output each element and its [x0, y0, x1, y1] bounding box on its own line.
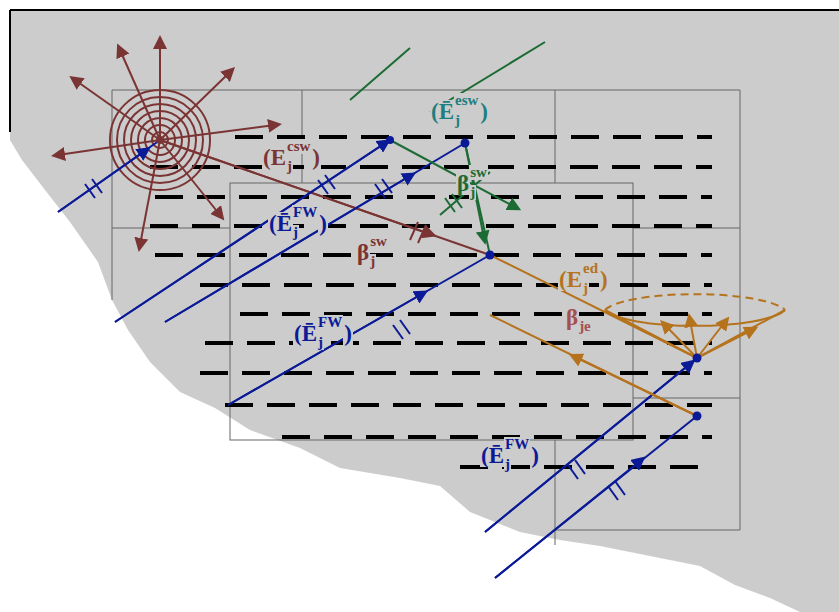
subscript-label: j: [504, 457, 511, 472]
superscript-label: sw: [369, 234, 388, 249]
symbol-label: β: [565, 306, 579, 329]
point-source: [58, 42, 275, 245]
subscript-label: je: [578, 319, 592, 334]
superscript-label: sw: [469, 165, 488, 180]
boundary-line: [10, 9, 839, 11]
symbol-label: (E: [262, 146, 287, 169]
symbol-label: ): [318, 212, 328, 235]
subscript-label: j: [369, 254, 376, 269]
subscript-label: j: [469, 185, 476, 200]
ground-region: [10, 10, 839, 612]
superscript-label: FW: [504, 437, 530, 452]
surface-wave-rays: [350, 42, 545, 255]
dashed-layers: [150, 137, 712, 467]
incident-rays: [58, 140, 697, 578]
symbol-label: β: [456, 172, 470, 195]
symbol-label: (E: [558, 268, 583, 291]
symbol-label: (Ē: [480, 444, 505, 467]
symbol-label: ): [311, 146, 321, 169]
superscript-label: FW: [292, 205, 318, 220]
subscript-label: j: [317, 335, 324, 350]
symbol-label: ): [343, 322, 353, 345]
edge-diffraction: [490, 255, 785, 416]
superscript-label: FW: [317, 315, 343, 330]
tick-marks: [85, 175, 625, 500]
symbol-label: (Ē: [268, 212, 293, 235]
subscript-label: j: [454, 113, 461, 128]
superscript-label: esw: [454, 93, 479, 108]
symbol-label: ): [530, 444, 540, 467]
symbol-label: (Ē: [430, 100, 455, 123]
superscript-label: csw: [286, 139, 311, 154]
symbol-label: ): [479, 100, 489, 123]
symbol-label: β: [356, 241, 370, 264]
subscript-label: j: [292, 225, 299, 240]
subscript-label: j: [286, 159, 293, 174]
scatter-points: [156, 136, 702, 421]
symbol-label: ): [599, 268, 609, 291]
superscript-label: ed: [582, 261, 599, 276]
boundary-line: [9, 10, 11, 132]
symbol-label: (Ē: [293, 322, 318, 345]
subscript-label: j: [582, 281, 589, 296]
